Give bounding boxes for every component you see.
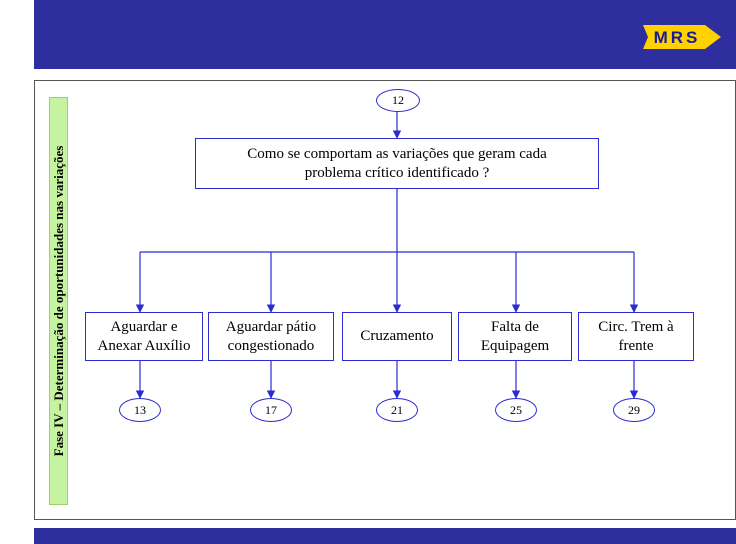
node-12-oval: 12 (376, 89, 420, 112)
ref-oval-5: 29 (613, 398, 655, 422)
branch-box-1: Aguardar e Anexar Auxílio (85, 312, 203, 361)
branch-label-1: Aguardar e Anexar Auxílio (97, 318, 191, 354)
mrs-logo: MRS (643, 25, 721, 49)
branch-box-2: Aguardar pátio congestionado (208, 312, 334, 361)
ref-oval-1: 13 (119, 398, 161, 422)
ref-oval-3: 21 (376, 398, 418, 422)
branch-box-4: Falta de Equipagem (458, 312, 572, 361)
ref-label-1: 13 (134, 402, 146, 417)
ref-label-4: 25 (510, 402, 522, 417)
ref-label-2: 17 (265, 402, 277, 417)
ref-oval-4: 25 (495, 398, 537, 422)
branch-label-2: Aguardar pátio congestionado (225, 318, 317, 354)
logo-text: MRS (654, 28, 701, 47)
question-box: Como se comportam as variações que geram… (195, 138, 599, 189)
footer-bar (34, 528, 736, 544)
ref-oval-2: 17 (250, 398, 292, 422)
ref-label-5: 29 (628, 402, 640, 417)
node-12-label: 12 (392, 93, 404, 107)
header-bar (34, 0, 736, 69)
phase-side-label: Fase IV – Determinação de oportunidades … (49, 97, 68, 505)
branch-box-5: Circ. Trem à frente (578, 312, 694, 361)
branch-label-4: Falta de Equipagem (480, 318, 550, 354)
branch-label-3: Cruzamento (360, 328, 434, 344)
branch-box-3: Cruzamento (342, 312, 452, 361)
branch-label-5: Circ. Trem à frente (598, 318, 674, 354)
ref-label-3: 21 (391, 402, 403, 417)
question-text: Como se comportam as variações que geram… (247, 145, 547, 181)
